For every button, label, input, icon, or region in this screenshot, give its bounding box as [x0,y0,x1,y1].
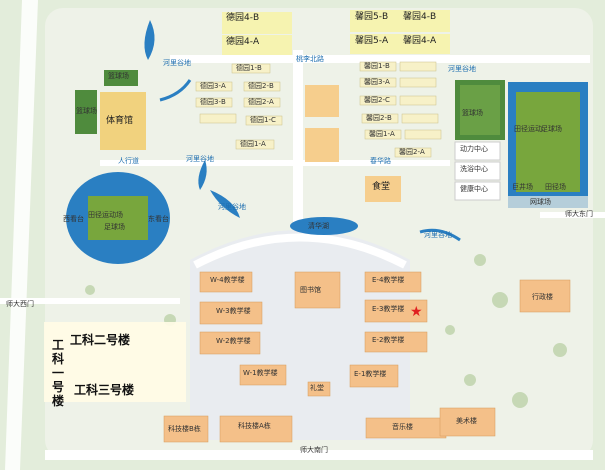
admin-building[interactable]: 行政楼 [532,293,553,301]
tech-building-a[interactable]: 科技楼A栋 [238,422,271,430]
road-hegu-4: 河里谷地 [218,203,246,211]
art-building[interactable]: 美术楼 [456,417,477,425]
dorm-d4b-label[interactable]: 德园4-B [226,13,260,23]
south-gate[interactable]: 师大南门 [300,446,328,454]
west-stand[interactable]: 西看台 [63,215,84,223]
dorm-x1b-label[interactable]: 馨园1-B [364,62,390,70]
road-hegu-1: 河里谷地 [163,59,191,67]
dorm-x2b-label[interactable]: 馨园2-B [366,114,392,122]
road-hegu-3: 河里谷地 [186,155,214,163]
dorm-d3b-label[interactable]: 德园3-B [200,98,226,106]
dorm-x4a-label[interactable]: 馨园4-A [403,36,437,46]
eng-building-3: 工科三号楼 [74,383,135,397]
dorm-d4a-label[interactable]: 德园4-A [226,37,260,47]
jujing-field[interactable]: 巨井场 [512,183,533,191]
west-gate[interactable]: 师大西门 [6,300,34,308]
dorm-x4b-label[interactable]: 馨园4-B [403,12,437,22]
track-west[interactable]: 田径运动场 [88,211,123,219]
road-spring: 春华路 [370,157,391,165]
building-e4[interactable]: E-4教学楼 [372,276,405,284]
road-north: 桃李北路 [296,55,324,63]
hall[interactable]: 礼堂 [310,384,324,392]
east-stand[interactable]: 东看台 [148,215,169,223]
road-hegu-2: 河里谷地 [448,65,476,73]
location-star-icon: ★ [410,304,423,320]
tianjing-east[interactable]: 田径场 [545,183,566,191]
basketball-court-nw[interactable]: 篮球场 [108,72,129,80]
east-gate[interactable]: 师大东门 [565,210,593,218]
bath-center[interactable]: 洗浴中心 [460,165,488,173]
dorm-x5b-label[interactable]: 馨园5-B [355,12,389,22]
dorm-d1c-label[interactable]: 德园1-C [250,116,276,124]
road-hegu-5: 河里谷地 [424,231,452,239]
road-walk: 人行道 [118,157,139,165]
basketball-court-w[interactable]: 篮球场 [76,107,97,115]
power-center[interactable]: 动力中心 [460,145,488,153]
library[interactable]: 图书馆 [300,286,321,294]
dorm-d3a-label[interactable]: 德园3-A [200,82,226,90]
building-e3[interactable]: E-3教学楼 [372,305,405,313]
track-east[interactable]: 田径运动 [514,125,542,133]
football-field[interactable]: 足球场 [104,223,125,231]
dorm-x3a-label[interactable]: 馨园3-A [364,78,390,86]
building-e2[interactable]: E-2教学楼 [372,336,405,344]
dorm-d2b-label[interactable]: 德园2-B [248,82,274,90]
eng-building-1: 工科一号楼 [52,338,65,408]
eng-building-2: 工科二号楼 [70,333,131,347]
tennis-court[interactable]: 网球场 [530,198,551,206]
football-east[interactable]: 足球场 [541,125,562,133]
dorm-x2c-label[interactable]: 馨园2-C [364,96,390,104]
canteen[interactable]: 食堂 [372,182,391,192]
dorm-d2a-label[interactable]: 德园2-A [248,98,274,106]
health-center[interactable]: 健康中心 [460,185,488,193]
dorm-d1a-label[interactable]: 德园1-A [240,140,266,148]
gym[interactable]: 体育馆 [106,116,134,126]
music-building[interactable]: 音乐楼 [392,423,413,431]
building-w1[interactable]: W-1教学楼 [243,369,278,377]
building-w4[interactable]: W-4教学楼 [210,276,245,284]
dorm-d1b-label[interactable]: 德园1-B [236,64,262,72]
tech-building-b[interactable]: 科技楼B栋 [168,425,201,433]
building-w2[interactable]: W-2教学楼 [216,337,251,345]
basketball-court-ne[interactable]: 篮球场 [462,109,483,117]
dorm-x1a-label[interactable]: 馨园1-A [369,130,395,138]
building-e1[interactable]: E-1教学楼 [354,370,387,378]
building-w3[interactable]: W-3教学楼 [216,307,251,315]
lake[interactable]: 清华湖 [308,222,329,230]
dorm-x2a-label[interactable]: 馨园2-A [399,148,425,156]
dorm-x5a-label[interactable]: 馨园5-A [355,36,389,46]
